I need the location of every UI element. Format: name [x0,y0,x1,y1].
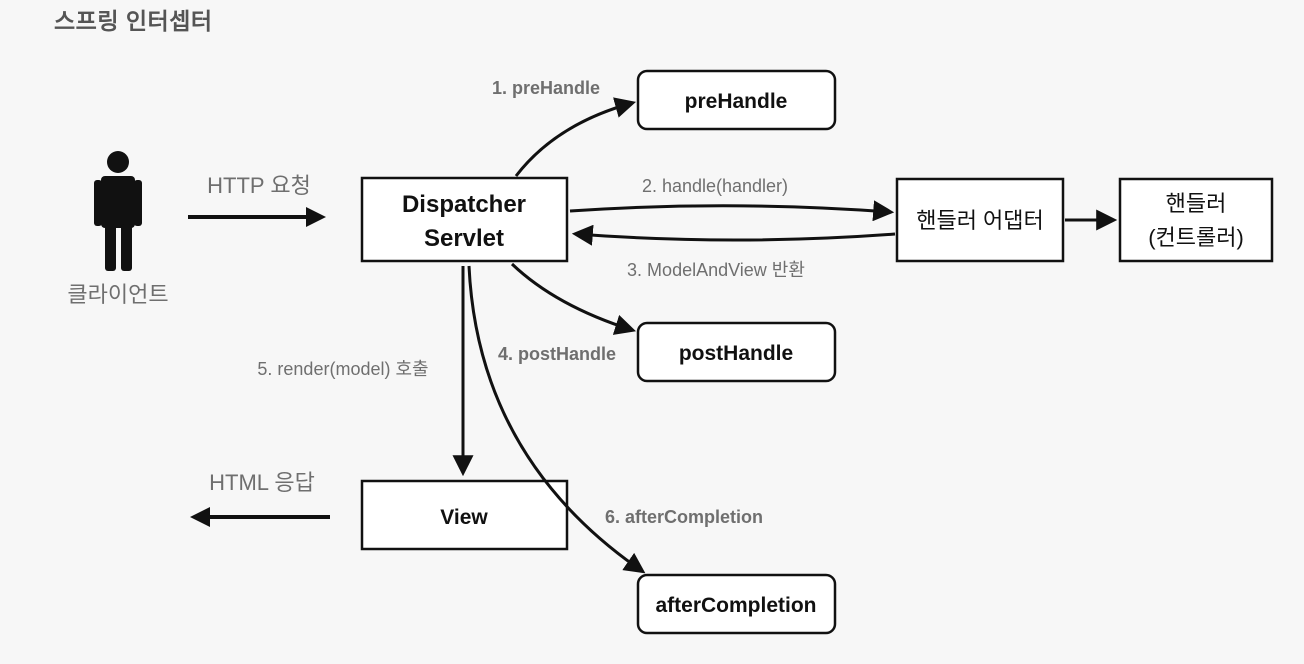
handle-arrow [569,200,895,222]
posthandle-arrow [510,262,637,335]
page-title: 스프링 인터셉터 [54,8,213,34]
aftercompletion-arrow [467,265,646,574]
step5-label: 5. render(model) 호출 [257,359,428,379]
step6-label: 6. afterCompletion [605,507,763,527]
step1-label: 1. preHandle [492,78,600,98]
handler-box: 핸들러 (컨트롤러) [1118,177,1274,263]
step4-label: 4. postHandle [498,344,616,364]
handler-label-line2: (컨트롤러) [1148,225,1244,250]
dispatcher-servlet-label-line2: Servlet [424,225,504,252]
client-person-icon [94,151,142,271]
http-request-label: HTTP 요청 [207,173,311,198]
prehandle-arrow [514,97,637,177]
aftercompletion-box-label: afterCompletion [655,594,816,617]
html-response-label: HTML 응답 [209,470,315,495]
view-box: View [360,479,569,551]
step3-label: 3. ModelAndView 반환 [627,260,805,280]
prehandle-box: preHandle [636,69,837,131]
view-box-label: View [440,506,488,529]
modelandview-return-arrow [571,224,896,246]
handler-adapter-box: 핸들러 어댑터 [895,177,1065,263]
posthandle-box-label: postHandle [679,342,793,365]
dispatcher-servlet-label-line1: Dispatcher [402,191,526,218]
handler-label-line1: 핸들러 [1166,191,1227,216]
handler-adapter-label: 핸들러 어댑터 [916,208,1044,233]
aftercompletion-box: afterCompletion [636,573,837,635]
client-label: 클라이언트 [67,282,168,307]
dispatcher-servlet-box: Dispatcher Servlet [360,176,569,263]
posthandle-box: postHandle [636,321,837,383]
prehandle-box-label: preHandle [685,90,788,113]
step2-label: 2. handle(handler) [642,176,788,196]
